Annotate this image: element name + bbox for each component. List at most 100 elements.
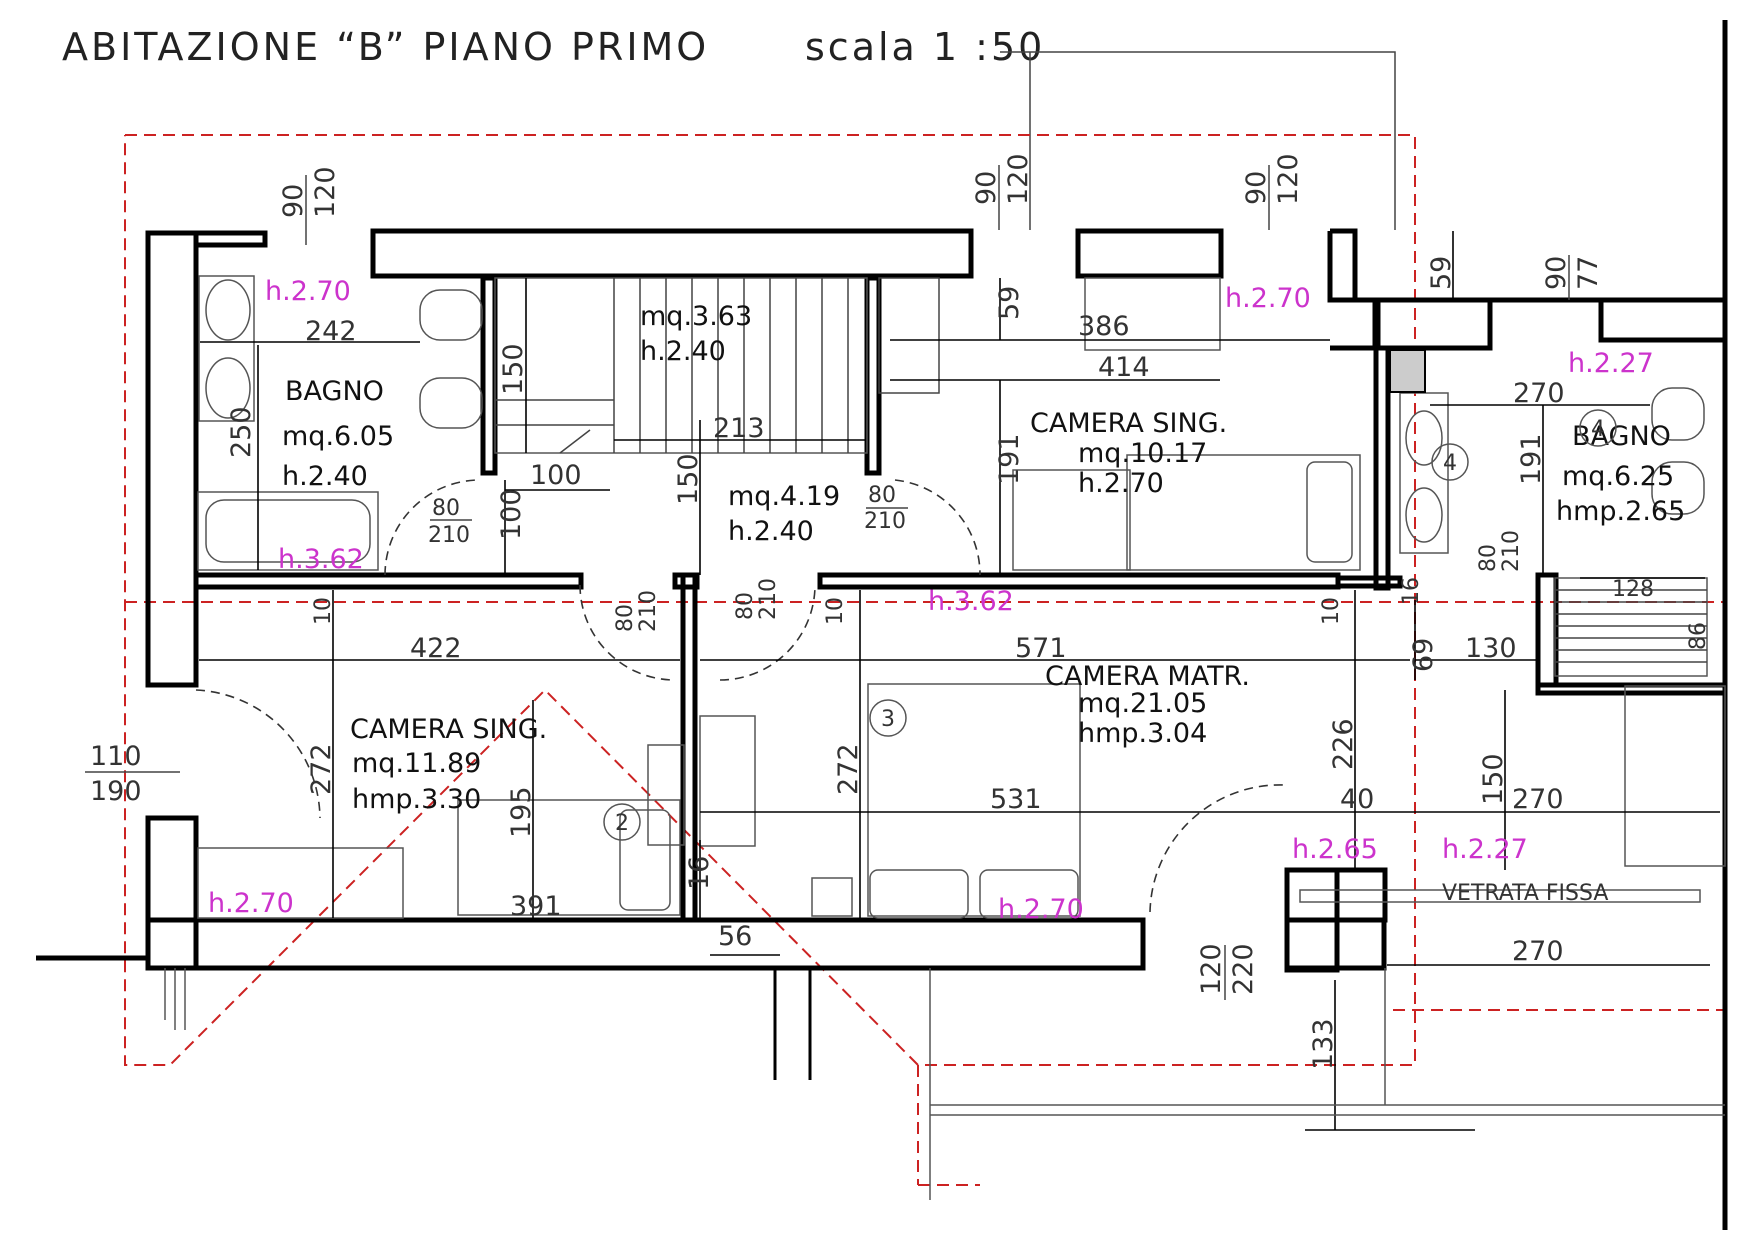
doors-dr1-bot-label: 210	[428, 523, 470, 548]
room-camera-matr-height: hmp.3.04	[1078, 718, 1207, 749]
dims-d16-label: 16	[684, 856, 715, 890]
heights-h6-label: h.2.70	[208, 888, 294, 919]
windows-w1-top-label: 90	[278, 184, 309, 218]
dims-d130-label: 130	[1465, 633, 1517, 664]
dims-d226-label: 226	[1328, 718, 1359, 770]
plan-scale: scala 1 :50	[805, 25, 1045, 69]
windows-w4-bot-label: 77	[1573, 256, 1604, 290]
heights-h3-label: h.2.27	[1568, 348, 1654, 379]
room-camera-matr-area: mq.21.05	[1078, 688, 1207, 719]
dims-d133-label: 133	[1308, 1018, 1339, 1070]
room-stair-area: mq.3.63	[640, 301, 752, 332]
doors-dr3-top-label: 80	[733, 592, 758, 620]
room-markers: 2 3 4 4	[603, 409, 1617, 841]
dims-d100b-label: 100	[496, 488, 527, 540]
staircase	[494, 277, 940, 454]
room-camera-sing-2-height: hmp.3.30	[352, 784, 481, 815]
dims-d386-label: 386	[1078, 311, 1130, 342]
dims-d391-label: 391	[510, 891, 562, 922]
heights-h9-label: h.2.27	[1442, 834, 1528, 865]
windows-w4-top-label: 90	[1541, 256, 1572, 290]
dims-d150b-label: 150	[673, 453, 704, 505]
dims-d10c-label: 10	[1319, 597, 1344, 625]
dims-d414-label: 414	[1098, 352, 1150, 383]
door-labels: 80 210 80 210 80 210 80 210 80 210	[428, 483, 1524, 632]
room-bagno-2-height: hmp.2.65	[1556, 496, 1685, 527]
bathroom-1-fixtures	[197, 275, 483, 571]
heights-h1-label: h.2.70	[265, 276, 351, 307]
dims-d16b-label: 16	[1399, 577, 1424, 605]
dims-d250-label: 250	[226, 406, 257, 458]
doors-dr4-bot-label: 210	[864, 509, 906, 534]
doors-dr5-top-label: 80	[1476, 544, 1501, 572]
vetrata-fissa-label: VETRATA FISSA	[1442, 881, 1608, 906]
dims-d272a-label: 272	[306, 743, 337, 795]
room-bagno-2-name: BAGNO	[1572, 421, 1671, 452]
windows-w3-top-label: 90	[1241, 171, 1272, 205]
dims-d56-label: 56	[718, 921, 752, 952]
windows-w2-top-label: 90	[971, 171, 1002, 205]
room-bagno-1-name: BAGNO	[285, 376, 384, 407]
windows-w2-bot-label: 120	[1003, 153, 1034, 205]
dimension-values: 242 250 150 100 100 213 150 59 386 414 1…	[226, 256, 1711, 1070]
dims-d86-label: 86	[1686, 622, 1711, 650]
room-hall-area: mq.4.19	[728, 481, 840, 512]
heights-h5-label: h.3.62	[928, 586, 1014, 617]
heights-h8-label: h.2.65	[1292, 834, 1378, 865]
room-hall-height: h.2.40	[728, 516, 814, 547]
room-camera-sing-2-area: mq.11.89	[352, 748, 481, 779]
room-camera-sing-2-name: CAMERA SING.	[350, 714, 547, 745]
dims-d191a-label: 191	[994, 433, 1025, 485]
scale-leader	[1000, 51, 1396, 230]
dims-d128-label: 128	[1612, 577, 1654, 602]
dims-d191b-label: 191	[1516, 433, 1547, 485]
bedroom-1-fixtures	[1012, 277, 1361, 571]
dims-d150c-label: 150	[1478, 753, 1509, 805]
dimension-lines	[199, 231, 1720, 1131]
windows-w6-top-label: 120	[1196, 943, 1227, 995]
room-camera-sing-1-area: mq.10.17	[1078, 438, 1207, 469]
dims-d150a-label: 150	[498, 343, 529, 395]
dims-d69-label: 69	[1408, 638, 1439, 672]
windows-w5-bot-label: 190	[90, 776, 142, 807]
dims-d531-label: 531	[990, 784, 1042, 815]
windows-w6-bot-label: 220	[1228, 943, 1259, 995]
dims-d59a-label: 59	[994, 286, 1025, 320]
room-bagno-1-area: mq.6.05	[282, 421, 394, 452]
windows-w3-bot-label: 120	[1273, 153, 1304, 205]
bedroom-fixtures	[197, 683, 1726, 919]
markers-m4a-label: 4	[1443, 451, 1457, 476]
doors-dr5-bot-label: 210	[1499, 530, 1524, 572]
dims-d242-label: 242	[305, 316, 357, 347]
doors-dr3-bot-label: 210	[756, 578, 781, 620]
door-swings	[195, 479, 1286, 913]
dims-d100a-label: 100	[530, 460, 582, 491]
exterior-structure	[164, 968, 1725, 1200]
room-camera-sing-1-height: h.2.70	[1078, 468, 1164, 499]
markers-m2-label: 2	[615, 811, 629, 836]
heights-h4-label: h.3.62	[278, 544, 364, 575]
markers-m4b-label: 4	[1591, 417, 1605, 442]
dims-d270b-label: 270	[1512, 784, 1564, 815]
doors-dr2-top-label: 80	[613, 604, 638, 632]
room-labels: BAGNO mq.6.05 h.2.40 mq.3.63 h.2.40 mq.4…	[282, 301, 1685, 906]
doors-dr1-top-label: 80	[432, 496, 460, 521]
dims-d40-label: 40	[1340, 784, 1374, 815]
dims-d59b-label: 59	[1426, 256, 1457, 290]
dims-d571-label: 571	[1015, 633, 1067, 664]
height-annotations: h.2.70 h.2.70 h.2.27 h.3.62 h.3.62 h.2.7…	[208, 276, 1654, 925]
window-labels: 90 120 90 120 90 120 90 77 110 190 120 2…	[85, 153, 1604, 1000]
windows-w5-top-label: 110	[90, 741, 142, 772]
room-stair-height: h.2.40	[640, 336, 726, 367]
dims-d195-label: 195	[506, 786, 537, 838]
walls	[36, 228, 1728, 973]
limit-lines	[124, 134, 1725, 1186]
dims-d270c-label: 270	[1512, 936, 1564, 967]
room-bagno-1-height: h.2.40	[282, 461, 368, 492]
room-camera-matr-name: CAMERA MATR.	[1045, 661, 1250, 692]
room-camera-sing-1-name: CAMERA SING.	[1030, 408, 1227, 439]
markers-m3-label: 3	[881, 707, 895, 732]
dims-d213-label: 213	[713, 413, 765, 444]
doors-dr4-top-label: 80	[868, 483, 896, 508]
